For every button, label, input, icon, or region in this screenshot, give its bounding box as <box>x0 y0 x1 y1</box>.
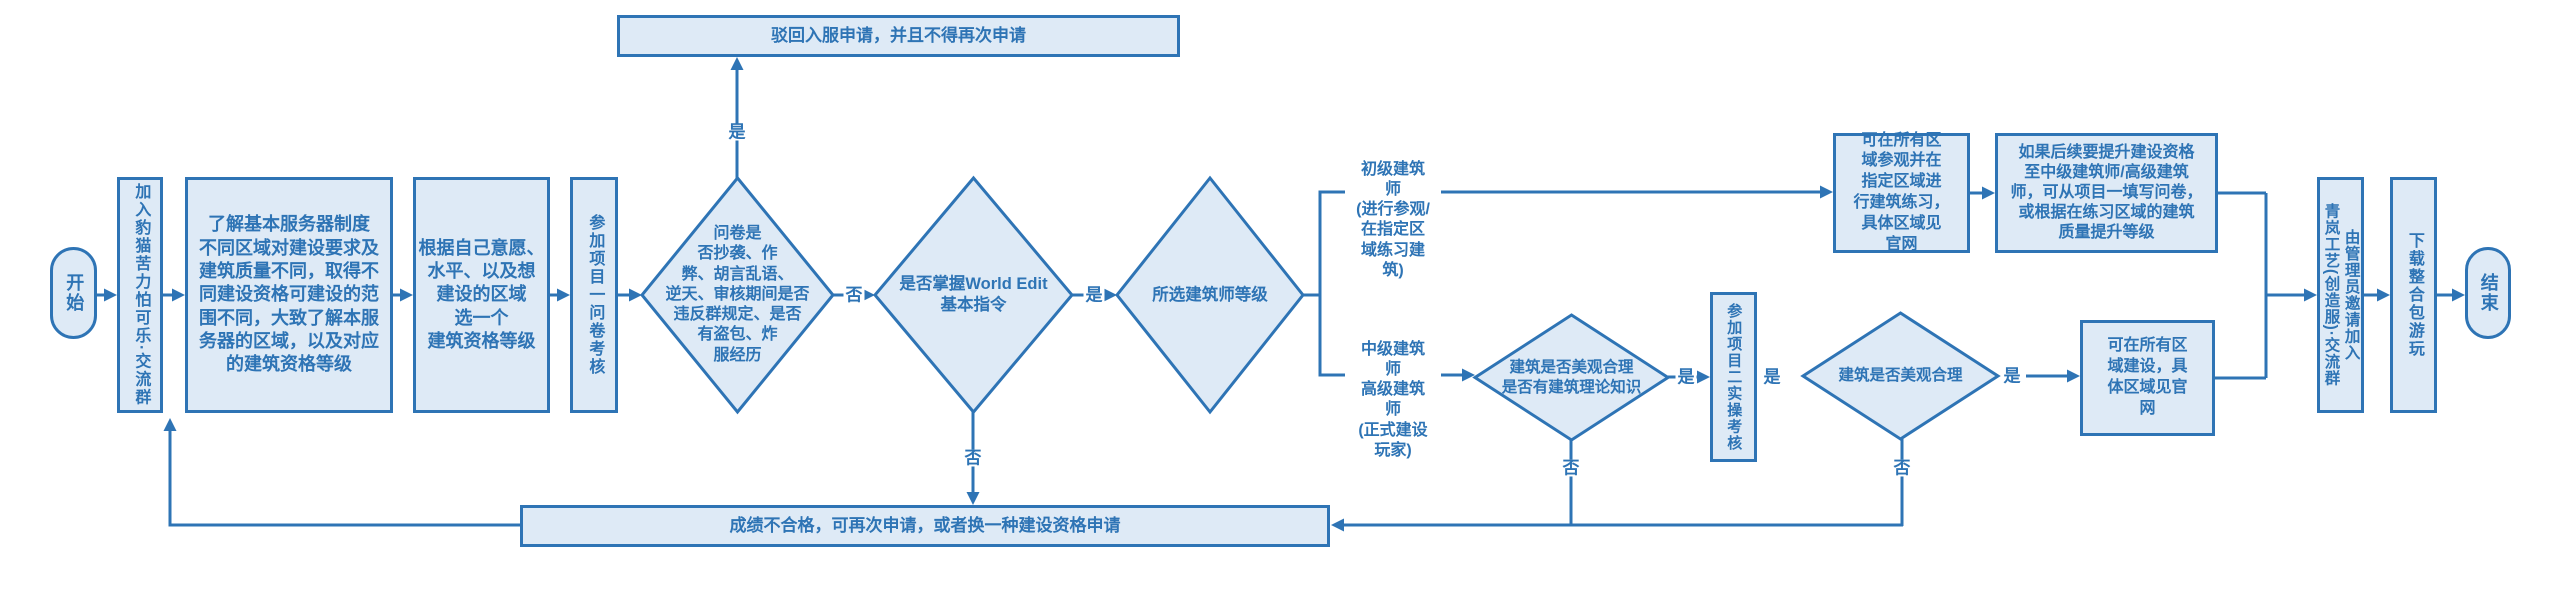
diamond-worldedit-label: 是否掌握World Edit 基本指令 <box>899 275 1048 314</box>
node-download-label: 下载整合包游玩 <box>2405 232 2423 358</box>
node-reject: 驳回入服申请，并且不得再次申请 <box>617 15 1180 57</box>
diamond-quality-label: 建筑是否美观合理 <box>1838 367 1963 385</box>
diamond-questionnaire <box>640 175 835 415</box>
node-join-group-label: 加入豹猫苦力怕可乐·交流群 <box>132 183 150 407</box>
node-join-group: 加入豹猫苦力怕可乐·交流群 <box>117 177 163 413</box>
node-observe-practice: 可在所有区 域参观并在 指定区域进 行建筑练习， 具体区域见 官网 <box>1833 132 1970 253</box>
edge-label-no: 否 <box>1891 458 1913 478</box>
node-learn-rules: 了解基本服务器制度 不同区域对建设要求及 建筑质量不同，取得不 同建设资格可建设… <box>185 177 393 413</box>
node-build-all: 可在所有区 域建设，具 体区域见官 网 <box>2080 320 2215 436</box>
node-end-label: 结束 <box>2478 273 2499 313</box>
node-start-label: 开始 <box>64 273 85 313</box>
edge-label-no: 否 <box>843 285 865 305</box>
edge-label-yes: 是 <box>1083 285 1105 305</box>
diamond-questionnaire-label: 问卷是 否抄袭、作 弊、胡言乱语、 逆天、审核期间是否 违反群规定、是否 有盗包… <box>665 224 810 364</box>
node-invite-group-label: 由管理员邀请加入 青岚工艺(创造服)·交流群 <box>2322 203 2360 387</box>
node-invite-group: 由管理员邀请加入 青岚工艺(创造服)·交流群 <box>2317 177 2364 413</box>
edge-label-yes: 是 <box>1675 367 1697 387</box>
diamond-builder-level-label: 所选建筑师等级 <box>1152 285 1268 304</box>
branch-label-mid: 中级建筑 师 高级建筑 师 (正式建设 玩家) <box>1345 340 1441 461</box>
node-fail-bar: 成绩不合格，可再次申请，或者换一种建设资格申请 <box>520 505 1330 547</box>
node-exam1-label: 参加项目一问卷考核 <box>586 214 604 376</box>
node-download: 下载整合包游玩 <box>2390 177 2437 413</box>
node-start: 开始 <box>50 247 97 339</box>
diamond-quality-theory <box>1472 313 1671 442</box>
diamond-quality <box>1800 311 2001 441</box>
edge-label-yes: 是 <box>1761 367 1783 387</box>
edge-label-no: 否 <box>962 448 984 468</box>
node-upgrade-path: 如果后续要提升建设资格 至中级建筑师/高级建筑 师，可从项目一填写问卷， 或根据… <box>1995 133 2218 253</box>
node-end: 结束 <box>2465 247 2511 339</box>
branch-label-junior: 初级建筑 师 (进行参观/ 在指定区 域练习建 筑) <box>1345 160 1441 281</box>
node-exam2: 参加项目二实操考核 <box>1710 292 1757 462</box>
edge-label-no: 否 <box>1560 458 1582 478</box>
edge-label-yes: 是 <box>2001 366 2023 386</box>
node-choose-level: 根据自己意愿、 水平、以及想 建设的区域 选一个 建筑资格等级 <box>413 177 550 413</box>
edge-label-yes: 是 <box>726 122 748 142</box>
node-exam1: 参加项目一问卷考核 <box>570 177 618 413</box>
diamond-builder-level <box>1115 175 1305 415</box>
diamond-worldedit <box>873 175 1074 415</box>
diamond-quality-theory-label: 建筑是否美观合理 是否有建筑理论知识 <box>1501 358 1642 396</box>
node-exam2-label: 参加项目二实操考核 <box>1725 302 1743 452</box>
